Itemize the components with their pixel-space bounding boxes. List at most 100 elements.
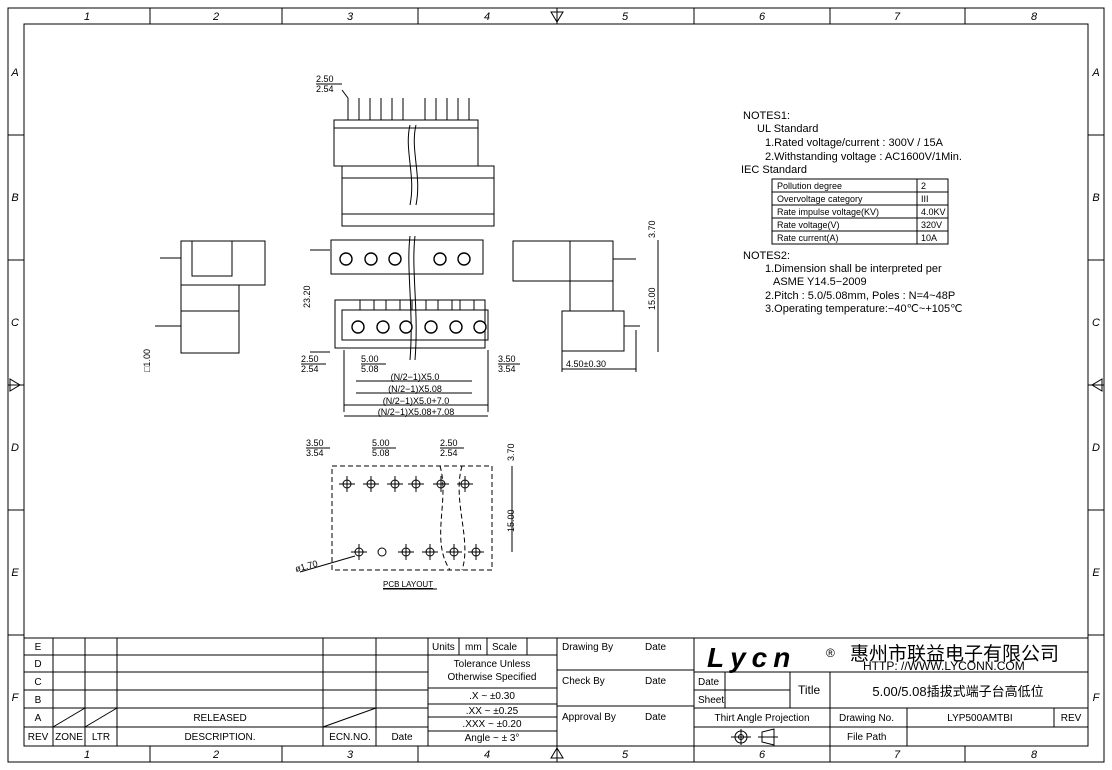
column-label: 6 (759, 11, 766, 23)
tb-title-value: 5.00/5.08插拔式端子台高低位 (872, 684, 1043, 699)
approval-by-date: Date (645, 712, 667, 723)
column-label: 8 (1031, 749, 1038, 761)
tb-title-label: Title (798, 683, 821, 697)
ul-note-2: 2.Withstanding voltage : AC1600V/1Min. (765, 151, 962, 163)
center-mark-bottom (550, 747, 564, 759)
tb-drawing-no-label: Drawing No. (839, 713, 894, 724)
column-label: 4 (484, 749, 490, 761)
check-by-label: Check By (562, 676, 605, 687)
projection-symbol-icon (731, 728, 778, 746)
rev-header-ltr: LTR (92, 732, 110, 743)
front-dim-height: 23.20 (302, 285, 312, 308)
row-label: A (10, 67, 18, 79)
notes2-1a: 1.Dimension shall be interpreted per (765, 263, 942, 275)
rev-header-rev: REV (28, 732, 49, 743)
iec-row-value: III (921, 194, 929, 204)
tol-xxx: .XXX ~ ±0.20 (462, 719, 522, 730)
front-dim-right: 15.00 (647, 287, 657, 310)
row-label: B (11, 192, 18, 204)
rev-header-zone: ZONE (55, 732, 83, 743)
tol-xx: .XX ~ ±0.25 (466, 706, 519, 717)
column-label: 1 (84, 11, 90, 23)
tol-line2: Otherwise Specified (448, 672, 537, 683)
iec-row-label: Rate voltage(V) (777, 220, 840, 230)
iec-row-value: 320V (921, 220, 942, 230)
rev-row-label: A (35, 713, 42, 724)
tol-units: Units (432, 642, 455, 653)
row-label: D (11, 442, 19, 454)
column-label: 4 (484, 11, 490, 23)
check-by-date: Date (645, 676, 667, 687)
center-mark-top (550, 11, 564, 23)
pcb-dim-row: 15.00 (506, 509, 516, 532)
rev-row-label: C (34, 677, 41, 688)
front-dim-pitch-b: 5.08 (361, 364, 379, 374)
front-dim-pitch-a: 5.00 (361, 354, 379, 364)
registered-mark: ® (826, 646, 835, 660)
iec-row-value: 2 (921, 181, 926, 191)
pcb-dim-right-b: 2.54 (440, 448, 458, 458)
column-label: 6 (759, 749, 766, 761)
iec-row-label: Pollution degree (777, 181, 842, 191)
right-dim-offset: 4.50±0.30 (566, 359, 606, 369)
tol-line1: Tolerance Unless (454, 659, 531, 670)
ul-standard: UL Standard (757, 123, 818, 135)
notes2-1b: ASME Y14.5−2009 (773, 276, 867, 288)
right-side-view (512, 240, 640, 372)
rev-header-date: Date (391, 732, 413, 743)
company-url: HTTP: //WWW.LYCONN.COM (863, 659, 1025, 673)
row-label: C (1092, 317, 1100, 329)
column-label: 1 (84, 749, 90, 761)
iec-row-label: Overvoltage category (777, 194, 863, 204)
rev-header-ecn: ECN.NO. (329, 732, 371, 743)
column-label: 3 (347, 11, 354, 23)
row-label: E (1092, 567, 1100, 579)
pcb-dim-left-a: 3.50 (306, 438, 324, 448)
front-terminals (339, 252, 487, 334)
row-label: F (12, 692, 20, 704)
notes2-header: NOTES2: (743, 250, 790, 262)
iec-table: Pollution degree 2 Overvoltage category … (771, 178, 949, 245)
rev-row-label: D (34, 659, 41, 670)
tol-x: .X ~ ±0.30 (469, 691, 515, 702)
column-label: 5 (622, 11, 629, 23)
iec-row-value: 10A (921, 233, 937, 243)
pcb-dim-top: 3.70 (506, 443, 516, 461)
column-label: 2 (212, 11, 219, 23)
front-dim-right-a: 3.50 (498, 354, 516, 364)
front-formula-1: (N/2−1)X5.0 (391, 372, 440, 382)
notes2-2: 2.Pitch : 5.0/5.08mm, Poles : N=4~48P (765, 290, 955, 302)
front-dim-left-b: 2.54 (301, 364, 319, 374)
front-formula-4: (N/2−1)X5.08+7.08 (378, 407, 455, 417)
tb-sheet-label: Sheet (698, 695, 724, 706)
row-label: F (1093, 692, 1101, 704)
pcb-dim-pitch-b: 5.08 (372, 448, 390, 458)
rev-row-label: B (35, 695, 42, 706)
notes2-3: 3.Operating temperature:−40℃~+105℃ (765, 303, 962, 315)
front-dim-right-b: 3.54 (498, 364, 516, 374)
iec-row-value: 4.0KV (921, 207, 946, 217)
iec-standard: IEC Standard (741, 164, 807, 176)
column-label: 7 (894, 749, 901, 761)
rev-released: RELEASED (193, 713, 246, 724)
pcb-dim-right-a: 2.50 (440, 438, 458, 448)
tol-angle: Angle ~ ± 3° (465, 733, 520, 744)
tb-projection: Thirt Angle Projection (714, 713, 809, 724)
row-label: A (1091, 67, 1099, 79)
row-label: C (11, 317, 19, 329)
column-label: 8 (1031, 11, 1038, 23)
pcb-dim-hole: ø1.70 (294, 558, 319, 574)
column-label: 7 (894, 11, 901, 23)
left-dim-square: □1.00 (142, 349, 152, 372)
front-formula-3: (N/2−1)X5.0+7.0 (383, 396, 450, 406)
pcb-layout-title: PCB LAYOUT (383, 580, 433, 589)
iec-row-label: Rate impulse voltage(KV) (777, 207, 879, 217)
front-formula-2: (N/2−1)X5.08 (388, 384, 442, 394)
top-dim-pitch-b: 2.54 (316, 84, 334, 94)
front-dim-top: 3.70 (647, 220, 657, 238)
approval-by-label: Approval By (562, 712, 616, 723)
top-view (333, 89, 495, 227)
row-label: D (1092, 442, 1100, 454)
pcb-layout (331, 465, 493, 571)
top-dim-pitch-a: 2.50 (316, 74, 334, 84)
